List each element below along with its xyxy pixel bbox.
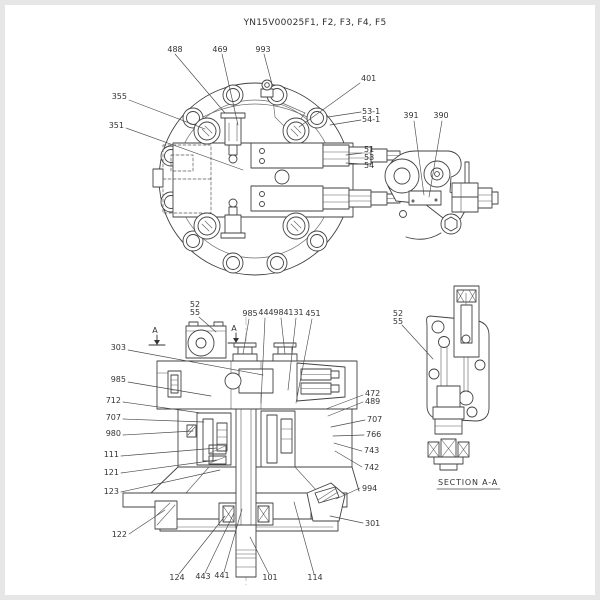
- leader-line: [260, 317, 266, 404]
- leader-line: [329, 515, 364, 524]
- leader-line: [223, 508, 243, 573]
- callout-label: 766: [366, 430, 381, 439]
- callout-label: 52: [190, 300, 200, 309]
- leader-line: [330, 419, 366, 428]
- callout-label: 101: [262, 573, 277, 582]
- callout-label: 53-1: [362, 107, 380, 116]
- callout-label: 122: [112, 530, 127, 539]
- section-caption: SECTION A-A: [438, 478, 498, 487]
- section-cut-marker: A: [227, 324, 245, 344]
- leader-line: [122, 430, 194, 436]
- callout-label: 301: [365, 519, 380, 528]
- leader-line: [198, 316, 217, 333]
- leader-line: [325, 394, 364, 410]
- callout-label: 980: [106, 429, 121, 438]
- leader-line: [204, 512, 235, 574]
- callout-label: 984: [273, 308, 288, 317]
- leader-line: [295, 318, 313, 404]
- callout-label: 451: [305, 309, 320, 318]
- leader-line: [287, 317, 297, 391]
- callout-label: 55: [190, 308, 200, 317]
- drawing-number-title: YN15V00025F1, F2, F3, F4, F5: [243, 18, 387, 28]
- leader-line: [345, 162, 363, 165]
- leader-line: [345, 152, 363, 156]
- leader-line: [242, 318, 250, 355]
- leader-line: [401, 324, 434, 360]
- leader-line: [128, 99, 206, 130]
- leader-line: [122, 418, 205, 423]
- callout-label: 469: [212, 45, 227, 54]
- cross-section-diagram: [122, 316, 360, 586]
- callout-label: 114: [307, 573, 322, 582]
- callout-label: 489: [365, 397, 380, 406]
- leader-line: [120, 459, 218, 474]
- callout-label: 111: [104, 450, 119, 459]
- callout-label: 707: [106, 413, 121, 422]
- callout-label: 742: [364, 463, 379, 472]
- svg-text:A: A: [231, 324, 237, 333]
- leader-line: [122, 401, 202, 414]
- callout-label: 390: [433, 111, 448, 120]
- leader-line: [298, 82, 361, 128]
- leader-line: [221, 53, 239, 126]
- callout-label: 51: [364, 145, 374, 154]
- leader-line: [127, 349, 264, 376]
- leader-line: [334, 450, 363, 468]
- callout-label: 444: [258, 308, 273, 317]
- callout-label: 123: [104, 487, 119, 496]
- callout-label: 52: [393, 309, 403, 318]
- callout-label: 55: [393, 317, 403, 326]
- leader-line: [128, 509, 166, 535]
- leader-line: [125, 127, 244, 171]
- leader-line: [280, 317, 286, 355]
- callout-label: 124: [169, 573, 184, 582]
- callout-label: 443: [195, 572, 210, 581]
- leader-line: [120, 469, 221, 493]
- callout-label: 303: [111, 343, 126, 352]
- leader-line: [263, 53, 273, 85]
- section-cut-marker: A: [148, 326, 166, 346]
- callout-label: 712: [106, 396, 121, 405]
- callout-label: 391: [403, 111, 418, 120]
- callout-label: 441: [214, 571, 229, 580]
- leader-line: [174, 53, 226, 114]
- callout-label: 985: [242, 309, 257, 318]
- leader-line: [327, 111, 362, 118]
- leader-line: [413, 120, 425, 196]
- callout-label: 54: [364, 161, 374, 170]
- callout-label: 707: [367, 415, 382, 424]
- leader-line: [178, 515, 226, 575]
- svg-text:A: A: [152, 326, 158, 335]
- leader-line: [120, 447, 218, 457]
- leader-line: [249, 536, 270, 575]
- callout-label: 131: [288, 308, 303, 317]
- leader-line: [329, 119, 362, 126]
- callout-label: 488: [167, 45, 182, 54]
- callout-label: 355: [112, 92, 127, 101]
- leader-line: [293, 501, 315, 575]
- callout-label: 54-1: [362, 115, 380, 124]
- bracket-diagram: [384, 150, 499, 240]
- callout-label: 994: [362, 484, 377, 493]
- callout-label: 985: [111, 375, 126, 384]
- leader-line: [428, 120, 443, 198]
- callout-label: 121: [104, 468, 119, 477]
- callout-label: 53: [364, 153, 374, 162]
- leader-line: [333, 442, 363, 452]
- section-aa-diagram: [426, 285, 490, 471]
- callout-label: 401: [361, 74, 376, 83]
- callout-label: 993: [255, 45, 270, 54]
- leader-line: [127, 381, 212, 397]
- callout-label: 351: [109, 121, 124, 130]
- leader-line: [332, 434, 365, 437]
- leader-line: [327, 401, 364, 417]
- callout-label: 472: [365, 389, 380, 398]
- top-view-diagram: [152, 79, 401, 276]
- leader-line: [335, 487, 361, 500]
- callout-label: 743: [364, 446, 379, 455]
